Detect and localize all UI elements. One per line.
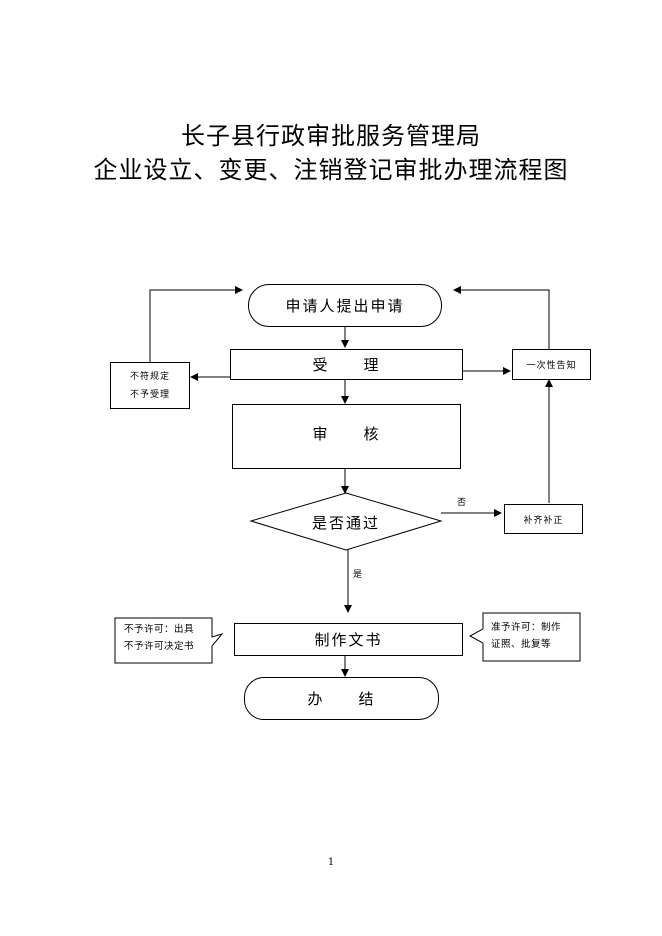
makedoc-node: 制作文书	[234, 623, 463, 656]
start-node-label: 申请人提出申请	[285, 297, 405, 315]
decision-diamond	[249, 492, 443, 551]
makedoc-node-label: 制作文书	[314, 631, 383, 649]
accept-node: 受 理	[230, 349, 463, 380]
deny-note: 不予许可：出具 不予许可决定书	[124, 621, 194, 655]
notify-node-label: 一次性告知	[526, 361, 577, 371]
supplement-node: 补齐补正	[504, 504, 583, 534]
finish-node: 办 结	[244, 677, 439, 720]
deny-note-line-2: 不予许可决定书	[124, 641, 195, 652]
grant-note-line-1: 准予许可：制作	[491, 622, 562, 633]
review-node-label: 审 核	[312, 425, 381, 443]
notify-node: 一次性告知	[512, 349, 591, 380]
grant-note-line-2: 证照、批复等	[491, 639, 552, 650]
review-node: 审 核	[232, 404, 461, 469]
document-title-line-1: 长子县行政审批服务管理局	[181, 122, 481, 150]
document-title-line-2: 企业设立、变更、注销登记审批办理流程图	[93, 156, 569, 184]
grant-callout-shape	[468, 612, 581, 662]
arrow-reject-to-start	[149, 286, 243, 362]
reject-node: 不符规定 不予受理	[110, 362, 190, 409]
label-no: 否	[457, 498, 467, 508]
deny-callout-shape	[114, 617, 224, 664]
accept-node-label: 受 理	[312, 356, 381, 374]
arrow-notify-to-start	[453, 286, 550, 349]
finish-node-label: 办 结	[307, 690, 376, 708]
supplement-node-label: 补齐补正	[523, 515, 564, 526]
start-node: 申请人提出申请	[248, 284, 442, 327]
grant-note: 准予许可：制作 证照、批复等	[491, 619, 561, 653]
reject-line-1: 不符规定	[129, 371, 170, 382]
deny-note-line-1: 不予许可：出具	[124, 624, 195, 635]
label-yes: 是	[353, 570, 363, 580]
reject-line-2: 不予受理	[129, 389, 170, 400]
decision-label: 是否通过	[311, 514, 380, 532]
page-number: 1	[327, 857, 335, 868]
